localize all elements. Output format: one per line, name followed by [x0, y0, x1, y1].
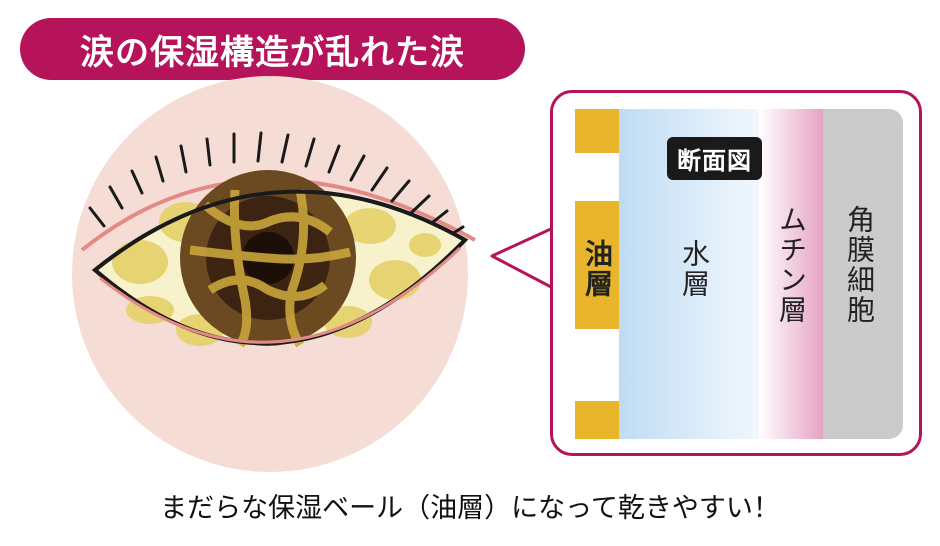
oil-layer	[575, 109, 619, 439]
speech-bubble-pointer	[490, 226, 554, 290]
cornea-layer	[823, 109, 903, 439]
water-layer-label: 水層	[678, 239, 711, 299]
cornea-layer-label: 角膜細胞	[843, 205, 876, 325]
eyelashes	[88, 131, 465, 241]
title-banner: 涙の保湿構造が乱れた涙	[20, 18, 525, 80]
cross-section-heading: 断面図	[667, 137, 762, 180]
mucin-layer-label: ムチン層	[775, 205, 808, 325]
mucin-layer	[759, 109, 823, 439]
lower-lid-line	[99, 246, 462, 344]
oil-network	[189, 189, 352, 348]
caption: まだらな保湿ベール（油層）になって乾きやすい！	[160, 493, 780, 524]
cross-section-panel: 油層 水層 ムチン層 角膜細胞 断面図	[550, 90, 922, 456]
title-text: 涙の保湿構造が乱れた涙	[80, 32, 465, 73]
oil-layer-label: 油層	[581, 239, 614, 299]
